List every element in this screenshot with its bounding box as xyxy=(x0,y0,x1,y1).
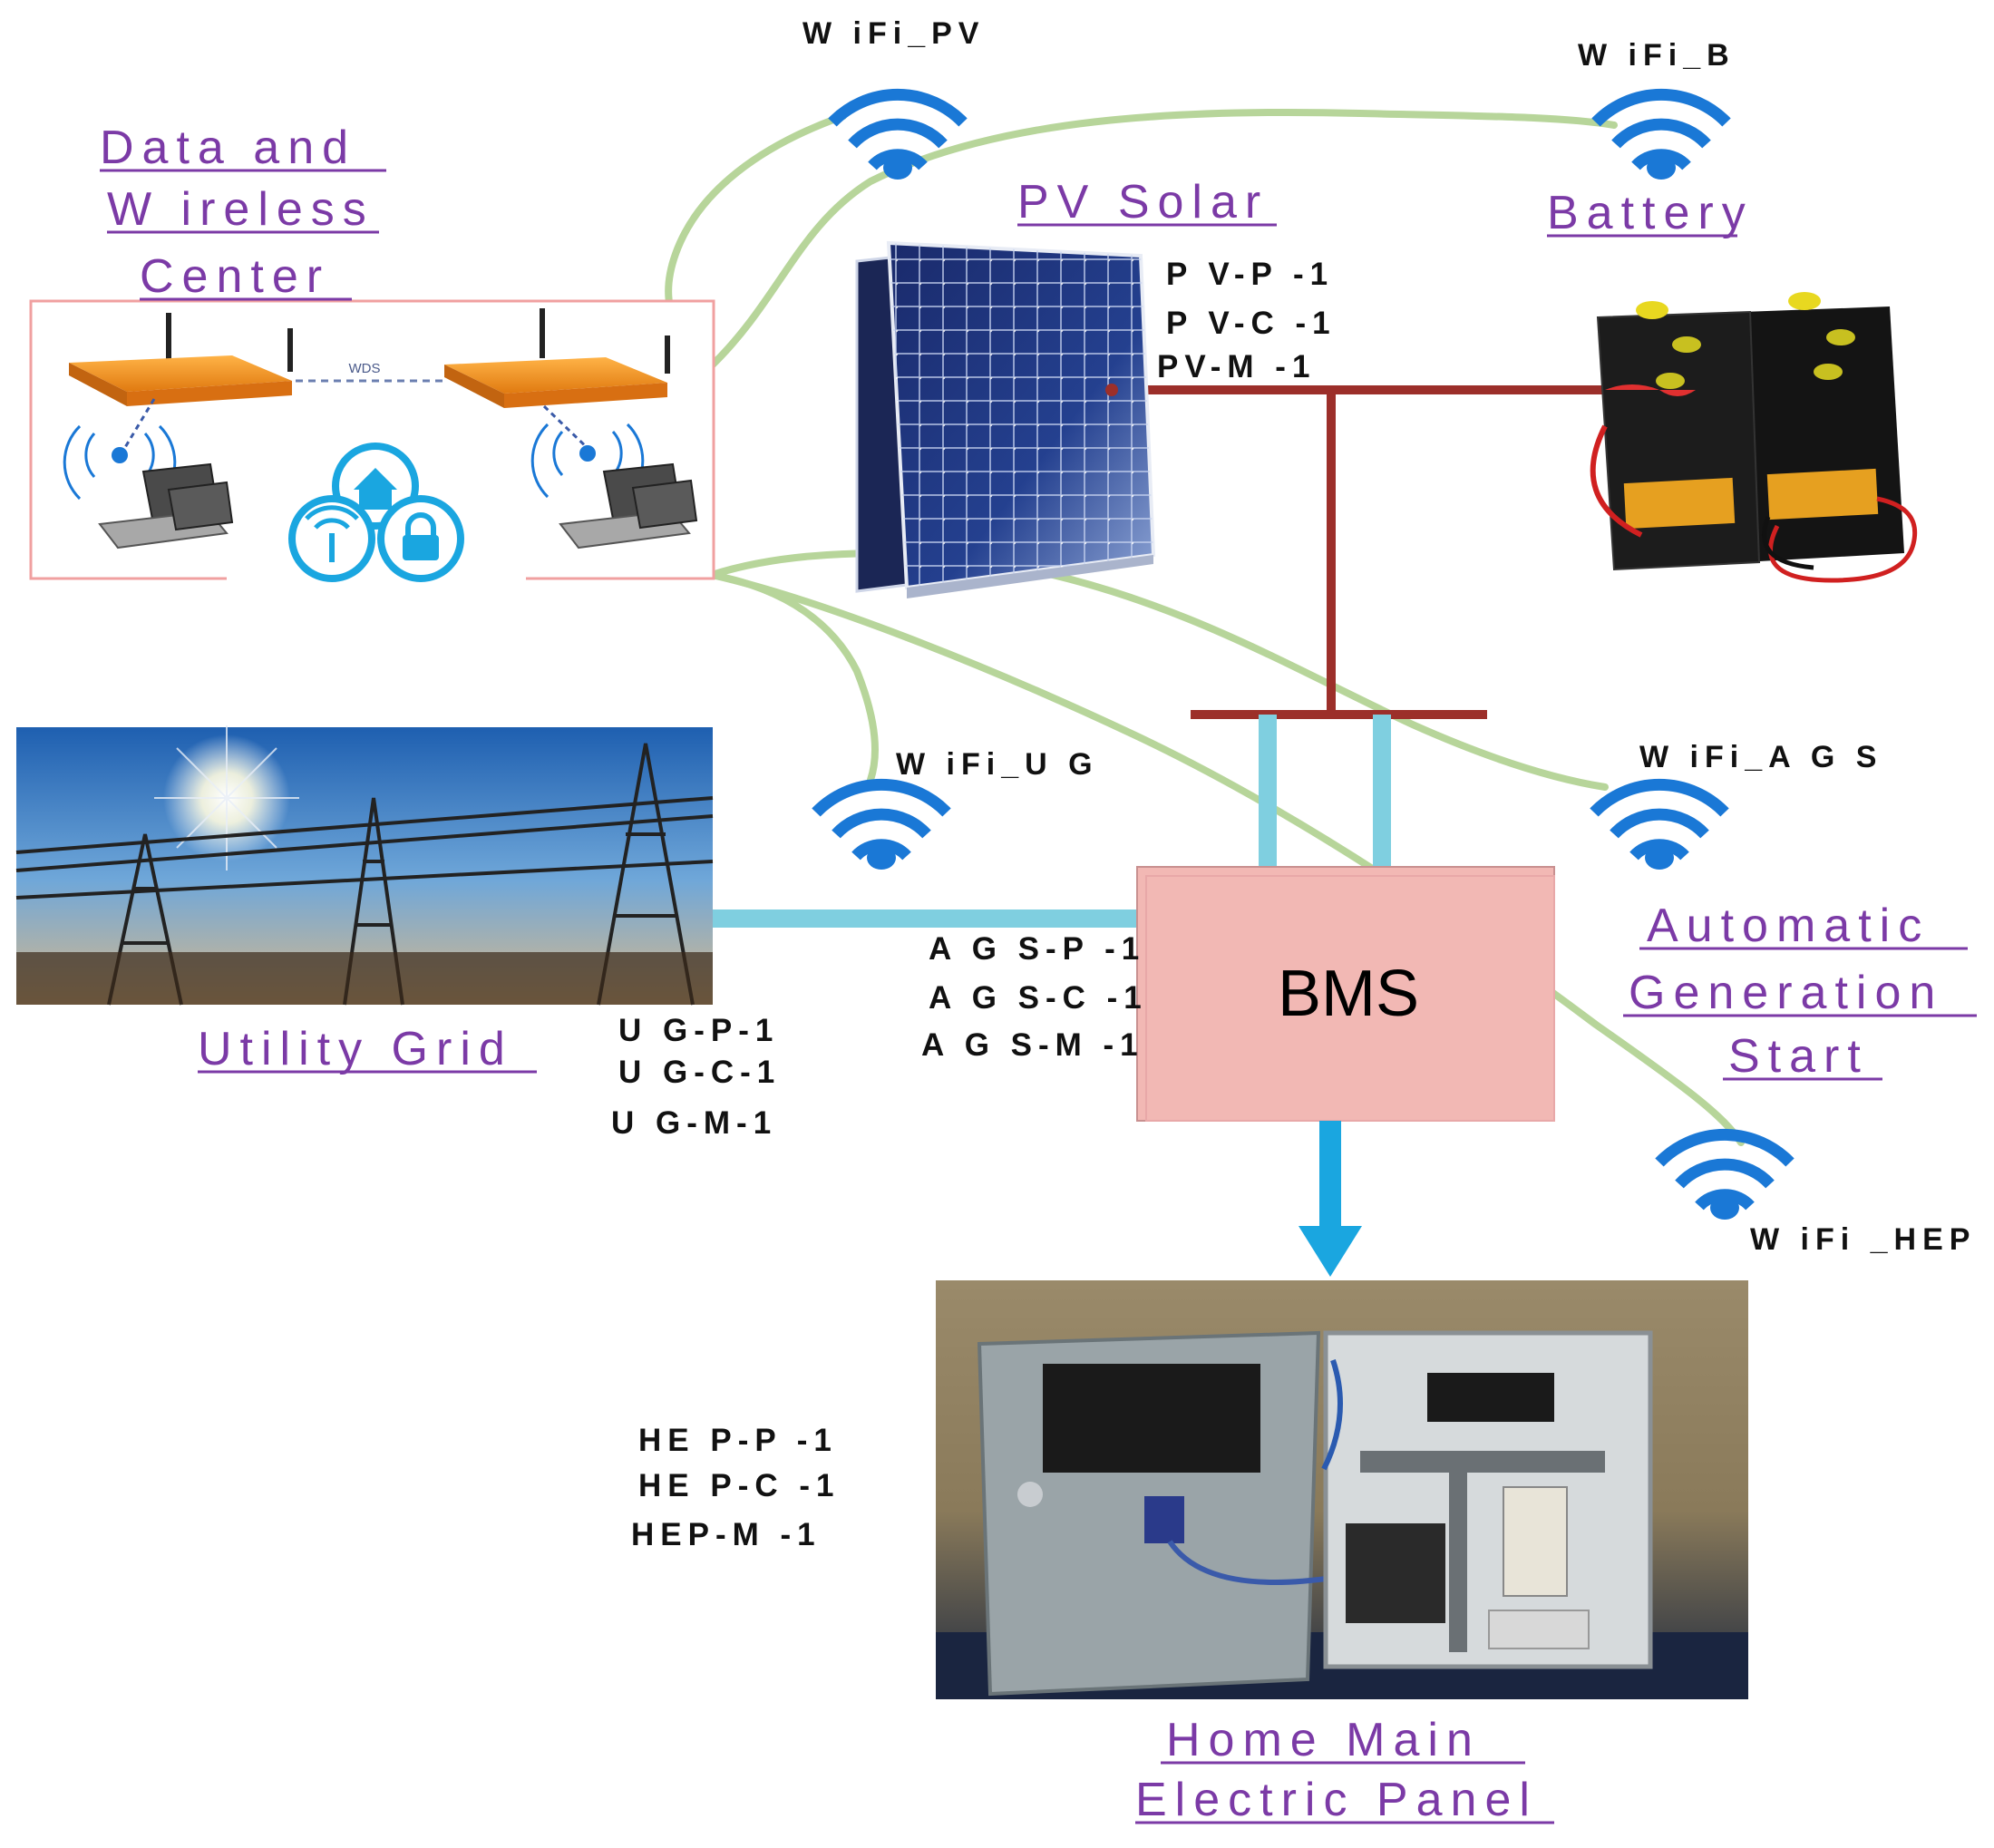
battery-icon xyxy=(1590,292,1918,583)
solar-panel-icon xyxy=(855,240,1156,598)
wireless-links xyxy=(665,108,1745,1146)
hep-title-line2: Electric Panel xyxy=(1135,1774,1538,1826)
hep-code: HE P-C -1 xyxy=(638,1468,840,1503)
ags-title-line1: Automatic xyxy=(1647,900,1930,952)
ags-code: A G S-P -1 xyxy=(929,931,1145,967)
wds-label: WDS xyxy=(349,361,381,376)
ac-bus xyxy=(713,715,1391,928)
link-center-to-wifi-ug xyxy=(708,571,879,783)
wifi-icon xyxy=(1655,1128,1795,1220)
ug-code: U G-M-1 xyxy=(611,1105,777,1141)
title-battery: Battery xyxy=(1547,187,1754,239)
data-wireless-center: WDS xyxy=(29,299,715,582)
ags-codes: A G S-P -1 A G S-C -1 A G S-M -1 xyxy=(921,931,1148,1063)
title-home-main-electric-panel: Home Main Electric Panel xyxy=(1135,1714,1554,1826)
link-center-to-wifi-hep xyxy=(708,571,1745,1146)
bms-box: BMS xyxy=(1136,866,1555,1122)
ags-code: A G S-C -1 xyxy=(929,980,1148,1016)
center-frame-gap xyxy=(227,569,526,582)
data-center-title-line1: Data and xyxy=(100,122,356,174)
pv-terminal xyxy=(1105,384,1118,396)
pylon-icon xyxy=(15,725,714,1006)
wifi-icon xyxy=(812,778,951,870)
bms-label: BMS xyxy=(1278,958,1419,1030)
wifi-icon xyxy=(1590,778,1729,870)
utility-grid-title: Utility Grid xyxy=(198,1023,513,1075)
wifi-ags-label: W iFi_A G S xyxy=(1639,740,1882,774)
pv-code: P V-C -1 xyxy=(1166,306,1337,341)
title-pv-solar: PV Solar xyxy=(1017,176,1277,229)
pv-solar-title: PV Solar xyxy=(1017,176,1269,229)
data-center-title-line2: W ireless xyxy=(107,183,374,236)
link-center-to-wifi-b xyxy=(708,108,1618,369)
ug-codes: U G-P-1 U G-C-1 U G-M-1 xyxy=(611,1013,781,1141)
pv-codes: P V-P -1 P V-C -1 PV-M -1 xyxy=(1157,257,1337,384)
pv-code: P V-P -1 xyxy=(1166,257,1334,292)
title-automatic-generation-start: Automatic Generation Start xyxy=(1623,900,1977,1083)
ags-title-line2: Generation xyxy=(1629,967,1943,1019)
lock-icon xyxy=(377,495,464,582)
hep-codes: HE P-P -1 HE P-C -1 HEP-M -1 xyxy=(631,1423,840,1552)
ug-code: U G-P-1 xyxy=(618,1013,779,1048)
wifi-b-label: W iFi_B xyxy=(1578,38,1736,73)
ug-code: U G-C-1 xyxy=(618,1055,781,1090)
router-icon xyxy=(444,308,670,408)
link-center-to-wifi-ags xyxy=(708,550,1609,791)
router-icon xyxy=(69,313,293,406)
dc-bus xyxy=(1105,385,1623,719)
wifi-icon xyxy=(828,88,968,180)
title-data-wireless-center: Data and W ireless Center xyxy=(100,122,386,303)
bms-output-arrow xyxy=(1299,1121,1362,1277)
title-utility-grid: Utility Grid xyxy=(198,1023,537,1075)
laptop-icon xyxy=(530,423,698,550)
wifi-pv-label: W iFi_PV xyxy=(802,16,985,51)
hep-code: HEP-M -1 xyxy=(631,1517,822,1552)
wireless-tower-icon xyxy=(288,495,375,582)
wifi-ug-label: W iFi_U G xyxy=(896,747,1099,782)
data-center-title-line3: Center xyxy=(140,250,330,303)
pv-code: PV-M -1 xyxy=(1157,349,1316,384)
ags-code: A G S-M -1 xyxy=(921,1027,1144,1063)
laptop-icon xyxy=(63,424,234,550)
wifi-icon xyxy=(1591,88,1731,180)
electric-panel-icon xyxy=(936,1280,1748,1699)
ags-title-line3: Start xyxy=(1728,1030,1869,1083)
wifi-hep-label: W iFi _HEP xyxy=(1750,1222,1976,1257)
battery-title: Battery xyxy=(1547,187,1754,239)
hep-code: HE P-P -1 xyxy=(638,1423,838,1458)
hep-title-line1: Home Main xyxy=(1166,1714,1481,1766)
